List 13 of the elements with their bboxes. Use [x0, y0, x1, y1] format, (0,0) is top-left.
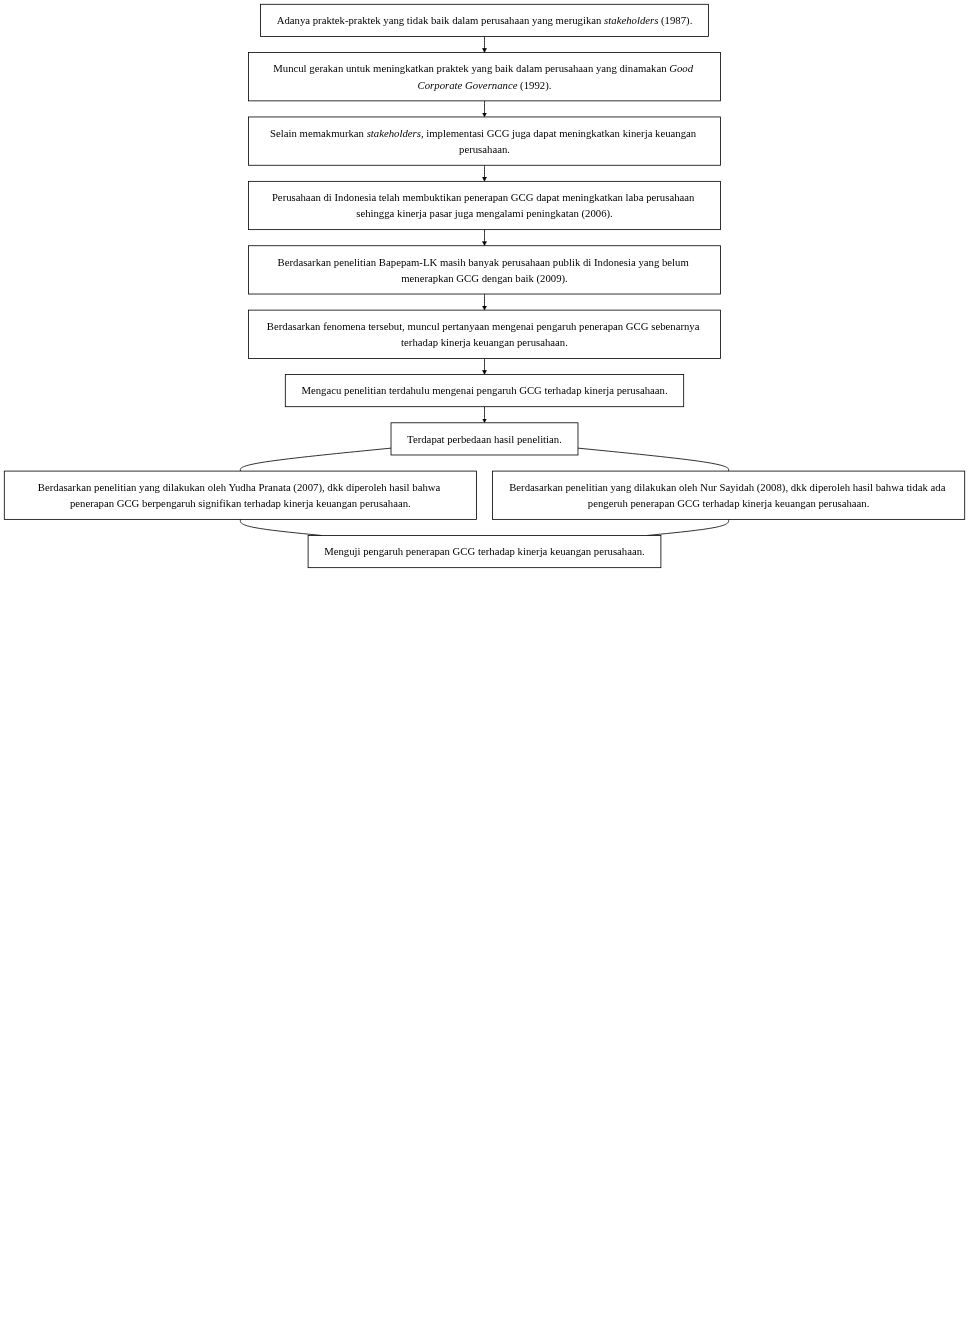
- node-box: Berdasarkan penelitian yang dilakukan oleh Yudha Pranata (2007), dkk diperoleh hasil bahwa penerapan GCG berpengaruh signifikan terhadap kinerja keuangan perusahaan.: [3, 470, 477, 520]
- connector: [239, 447, 392, 472]
- connector: [577, 447, 730, 472]
- node-box: Selain memakmurkan stakeholders, implementasi GCG juga dapat meningkatkan kinerja keuangan perusahaan.: [248, 116, 721, 166]
- node-box: Berdasarkan penelitian yang dilakukan oleh Nur Sayidah (2008), dkk diperoleh hasil bahwa tidak ada pengeruh penerapan GCG terhadap kinerja keuangan perusahaan.: [492, 470, 966, 520]
- node-box: Berdasarkan penelitian Bapepam-LK masih banyak perusahaan publik di Indonesia yang belum menerapkan GCG dengan baik (2009).: [248, 245, 721, 295]
- node-box: Menguji pengaruh penerapan GCG terhadap kinerja keuangan perusahaan.: [307, 535, 662, 569]
- node-box: Terdapat perbedaan hasil penelitian.: [390, 422, 579, 456]
- node-box: Muncul gerakan untuk meningkatkan praktek yang baik dalam perusahaan yang dinamakan Good Corporate Governance (1992).: [248, 52, 721, 102]
- node-box: Berdasarkan fenomena tersebut, muncul pertanyaan mengenai pengaruh penerapan GCG sebenarnya terhadap kinerja keuangan perusahaan.: [248, 309, 721, 359]
- node-box: Mengacu penelitian terdahulu mengenai pengaruh GCG terhadap kinerja perusahaan.: [284, 374, 685, 408]
- node-box: Adanya praktek-praktek yang tidak baik dalam perusahaan yang merugikan stakeholders (1987).: [260, 3, 709, 37]
- node-box: Perusahaan di Indonesia telah membuktikan penerapan GCG dapat meningkatkan laba perusahaan sehingga kinerja pasar juga mengalami peningkatan (2006).: [248, 180, 721, 231]
